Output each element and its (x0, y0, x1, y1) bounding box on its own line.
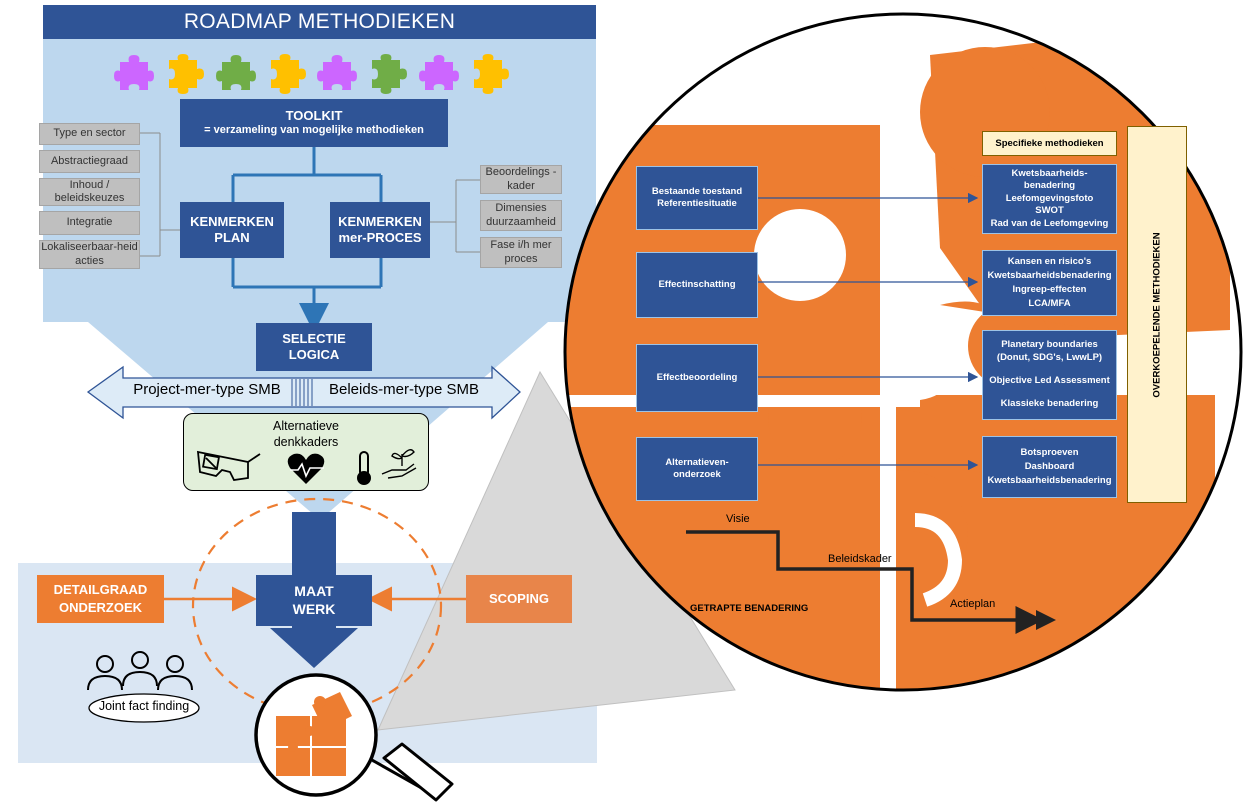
method-box-2: Kansen en risico's Kwetsbaarheidsbenader… (982, 250, 1117, 316)
method-line: Kwetsbaarheidsbenadering (987, 270, 1112, 282)
actieplan-label: Actieplan (950, 598, 996, 610)
right-item: Dimensies duurzaamheid (480, 200, 562, 231)
puzzle-piece-icon (215, 55, 256, 90)
right-bracket (430, 179, 480, 253)
puzzle-piece-icon (419, 55, 460, 90)
method-box-3: Planetary boundaries (Donut, SDG's, LwwL… (982, 330, 1117, 420)
mer-line1: KENMERKEN (338, 213, 422, 229)
step-line1: Alternatieven- (665, 456, 729, 468)
step-line1: Effectinschatting (658, 278, 736, 290)
project-mer-label: Project-mer-type SMB (133, 381, 281, 398)
left-item: Abstractiegraad (39, 150, 140, 173)
left-item: Lokaliseerbaar-heid acties (39, 240, 140, 269)
specifieke-methodieken-label: Specifieke methodieken (982, 131, 1117, 156)
thermometer-icon (357, 451, 371, 485)
toolkit-subtitle: = verzameling van mogelijke methodieken (204, 124, 424, 137)
detail-line1: DETAILGRAAD (53, 582, 148, 598)
joint-ellipse (88, 693, 200, 723)
left-item: Inhoud / beleidskeuzes (39, 178, 140, 206)
mer-line2: mer-PROCES (338, 230, 422, 245)
beleids-mer-label: Beleids-mer-type SMB (328, 381, 480, 398)
scoping-box: SCOPING (466, 575, 572, 623)
step-line1: Effectbeoordeling (656, 371, 738, 383)
kenmerken-plan-box: KENMERKEN PLAN (180, 202, 284, 258)
puzzle-piece-icon (473, 54, 509, 94)
detailgraad-box: DETAILGRAAD ONDERZOEK (37, 575, 164, 623)
method-line: Dashboard (1024, 460, 1075, 472)
method-line: Kwetsbaarheidsbenadering (987, 475, 1112, 487)
alternative-frames-box: Alternatieve denkkaders (183, 413, 429, 491)
puzzle-piece-icon (168, 54, 204, 94)
kenmerken-mer-box: KENMERKEN mer-PROCES (330, 202, 430, 258)
toolkit-box: TOOLKIT = verzameling van mogelijke meth… (180, 99, 448, 147)
selectie-line2: LOGICA (288, 347, 340, 362)
method-line: Klassieke benadering (1000, 397, 1099, 409)
step-box-alternatieven: Alternatieven- onderzoek (636, 437, 758, 501)
tree-lines (231, 147, 383, 333)
puzzle-row (112, 52, 512, 96)
method-line: SWOT (1035, 205, 1064, 217)
beleidskader-label: Beleidskader (828, 553, 892, 565)
step-line2: onderzoek (673, 469, 721, 480)
maat-line2: WERK (292, 600, 336, 617)
method-line: LCA/MFA (1028, 297, 1071, 309)
joint-fact-finding-label: Joint fact finding (98, 699, 190, 713)
maat-line1: MAAT (294, 583, 334, 599)
method-line: Kansen en risico's (1007, 256, 1092, 268)
method-line: Rad van de Leefomgeving (990, 217, 1109, 229)
right-item: Fase i/h mer proces (480, 237, 562, 268)
magnifier-icon (254, 673, 454, 802)
detail-line2: ONDERZOEK (58, 600, 143, 615)
plan-line1: KENMERKEN (190, 213, 274, 229)
method-box-4: Botsproeven Dashboard Kwetsbaarheidsbena… (982, 436, 1117, 498)
selectie-logica-box: SELECTIE LOGICA (256, 323, 372, 371)
hand-plant-icon (381, 449, 417, 479)
puzzle-piece-icon (317, 55, 358, 90)
method-line: (Donut, SDG's, LwwLP) (996, 352, 1103, 364)
puzzle-piece-icon (372, 54, 408, 94)
toolkit-title: TOOLKIT (285, 108, 343, 123)
step-box-bestaande: Bestaande toestand Referentiesituatie (636, 166, 758, 230)
method-line: Botsproeven (1020, 446, 1079, 458)
step-box-effectinschatting: Effectinschatting (636, 252, 758, 318)
glasses-icon (196, 450, 261, 481)
alternative-frames-title: Alternatieve denkkaders (272, 419, 339, 449)
people-icon (87, 651, 193, 691)
plan-line2: PLAN (214, 230, 250, 245)
overkoepelende-bar: OVERKOEPELENDE METHODIEKEN (1127, 126, 1187, 503)
alternative-icons (196, 449, 417, 485)
method-line: benadering (1023, 180, 1076, 192)
right-item: Beoordelings -kader (480, 165, 562, 194)
heart-icon (287, 453, 325, 484)
method-line: Ingreep-effecten (1012, 284, 1087, 295)
puzzle-piece-icon (270, 54, 306, 94)
step-box-effectbeoordeling: Effectbeoordeling (636, 344, 758, 412)
method-line: Kwetsbaarheids- (1011, 167, 1088, 179)
left-item: Type en sector (39, 123, 140, 145)
left-item: Integratie (39, 211, 140, 235)
getrapte-benadering-label: GETRAPTE BENADERING (690, 603, 809, 614)
step-line1: Bestaande toestand (651, 185, 743, 197)
method-line: Planetary boundaries (1001, 339, 1098, 351)
method-box-1: Kwetsbaarheids- benadering Leefomgevings… (982, 164, 1117, 234)
overkoepelende-label: OVERKOEPELENDE METHODIEKEN (1151, 231, 1163, 398)
visie-label: Visie (726, 513, 750, 525)
step-line2: Referentiesituatie (657, 198, 737, 209)
puzzle-piece-icon (114, 55, 154, 90)
maatwerk-box: MAAT WERK (256, 575, 372, 626)
stair-line (686, 530, 1044, 634)
page-title: ROADMAP METHODIEKEN (43, 5, 596, 39)
selectie-line1: SELECTIE (282, 330, 346, 346)
method-line: Objective Led Assessment (989, 375, 1110, 386)
method-line: Leefomgevingsfoto (1005, 192, 1094, 204)
left-bracket (140, 132, 180, 257)
